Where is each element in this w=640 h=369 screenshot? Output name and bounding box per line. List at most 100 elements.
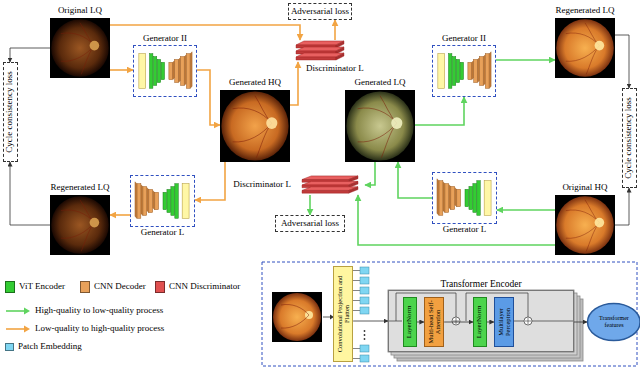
encoder-layer [175,184,178,219]
vessel [61,200,95,252]
layer-block: LayerNorm [473,297,487,347]
encoder-layer [473,184,476,213]
decoder-side [483,55,485,86]
encoder-layer [150,54,153,89]
connector-arrow [110,69,133,71]
node-heading: Original LQ [58,6,102,16]
legend-line [6,310,25,312]
node-text: Transformer features [597,315,631,328]
connector-arrow [615,188,629,225]
node-text: Cycle consistency loss [625,97,635,179]
decoder-layer [149,189,153,212]
generator-graphic [433,46,495,96]
decoder-side [184,55,186,86]
legend-swatch [155,281,165,293]
sum-cross [525,318,531,324]
retina [221,91,288,160]
connector-arrow [10,162,50,225]
connector-arrow [398,162,432,198]
image-background [220,90,290,162]
retina [51,196,109,254]
vessel [358,96,397,158]
inner-line [388,321,402,322]
ellipsis-dot [364,330,366,332]
ellipsis-dot [364,338,366,340]
generator-block: Generator L [130,175,195,227]
legend-arrow-head [24,325,30,332]
layer-block: Multilayer Perceptron [494,297,514,347]
encoder-layer [460,62,463,79]
node-text: LayerNorm [406,306,414,339]
encoder-layer [477,181,480,216]
node-text: Adversarial loss [291,7,349,17]
decoder-side [153,190,155,209]
image-background [555,195,615,255]
decoder-side [190,52,192,89]
encoder-stack [388,290,583,361]
fundus-photo [555,18,615,78]
legend-item: CNN Discriminator [155,281,240,293]
decoder-layer [485,54,489,89]
loss-box: Cycle consistency loss [622,88,638,188]
patch-square [360,345,369,352]
node-heading: Generated HQ [229,78,281,88]
inset-frame [262,262,637,366]
node-text: LayerNorm [476,306,484,339]
decoder-side [472,60,474,79]
generator-parts [135,182,189,219]
fundus-image: Regenerated LQ [50,195,110,255]
decoder-side [437,179,439,216]
projection-bar [182,184,189,219]
connector-arrow [487,322,494,323]
connector-arrow [334,20,336,40]
connector-arrow [290,62,298,105]
generator-graphic [134,46,196,96]
connector-arrow [110,214,130,216]
retina [556,19,614,77]
layer-block: Multi-head Self-Attention [424,297,444,347]
connector-arrow [574,322,587,323]
generator-block: Generator II [133,45,197,97]
discriminator-side [336,53,344,60]
optic-disc [266,117,277,129]
decoder-layer [468,62,472,79]
node-heading: Generated LQ [354,78,405,88]
node-text: Adversarial loss [281,219,339,229]
legend-item: High-quality to low-quality process [5,306,163,316]
image-background [555,18,615,78]
encoder-layer [167,189,170,212]
patch-square [360,277,369,284]
projection-bar [484,181,491,216]
node-text: Multi-head Self-Attention [427,300,441,344]
sum-circle [524,317,532,325]
connector-arrow [497,209,555,211]
legend-label: Patch Embedding [18,342,82,352]
legend-label: Low-quality to high-quality process [35,324,164,334]
legend-line-sample [5,325,31,333]
fundus-image: Generated LQ [345,90,415,162]
decoder-side [478,58,480,83]
legend-item: Low-quality to high-quality process [5,324,164,334]
decoder-layer [480,57,484,86]
decoder-layer [186,54,190,89]
patch-square [360,287,369,294]
inner-line [532,321,574,322]
generator-parts [437,179,491,216]
legend-item: ViT Encoder [5,281,65,293]
retina [556,196,614,254]
projection-bar [139,54,146,89]
retina [51,19,109,77]
legend-label: ViT Encoder [19,282,65,292]
optic-disc [595,218,605,228]
loss-box: Adversarial loss [275,215,345,232]
connector-arrow [615,35,629,88]
connector-arrow [415,97,464,125]
image-background [50,195,110,255]
generator-parts [438,52,491,89]
connector-arrow [197,70,220,125]
connector-arrow [496,59,555,61]
legend-label: High-quality to low-quality process [35,306,163,316]
legend-swatch [5,343,14,351]
optic-disc [90,41,100,51]
